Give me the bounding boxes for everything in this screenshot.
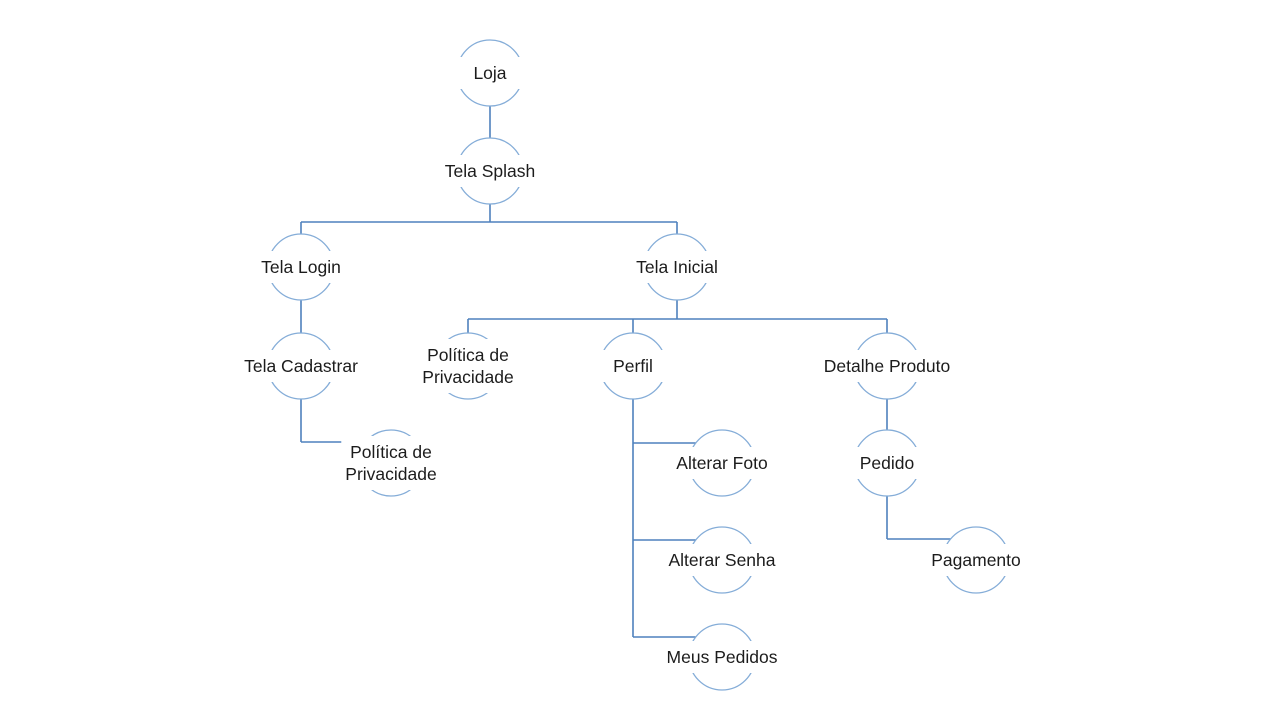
node-label-alterar-foto: Alterar Foto	[672, 447, 772, 479]
node-label-detalhe-produto: Detalhe Produto	[819, 350, 955, 382]
node-label-politica-privacidade-cadastro: Política de Privacidade	[341, 436, 441, 490]
node-label-loja: Loja	[444, 57, 536, 89]
node-label-tela-splash: Tela Splash	[440, 155, 540, 187]
node-label-tela-cadastrar: Tela Cadastrar	[240, 350, 362, 382]
node-label-tela-login: Tela Login	[255, 251, 347, 283]
node-label-tela-inicial: Tela Inicial	[631, 251, 723, 283]
node-label-pedido: Pedido	[841, 447, 933, 479]
node-label-pagamento: Pagamento	[927, 544, 1025, 576]
node-label-perfil: Perfil	[587, 350, 679, 382]
node-label-meus-pedidos: Meus Pedidos	[662, 641, 782, 673]
node-label-politica-privacidade-inicial: Política de Privacidade	[418, 339, 518, 393]
node-label-alterar-senha: Alterar Senha	[664, 544, 780, 576]
